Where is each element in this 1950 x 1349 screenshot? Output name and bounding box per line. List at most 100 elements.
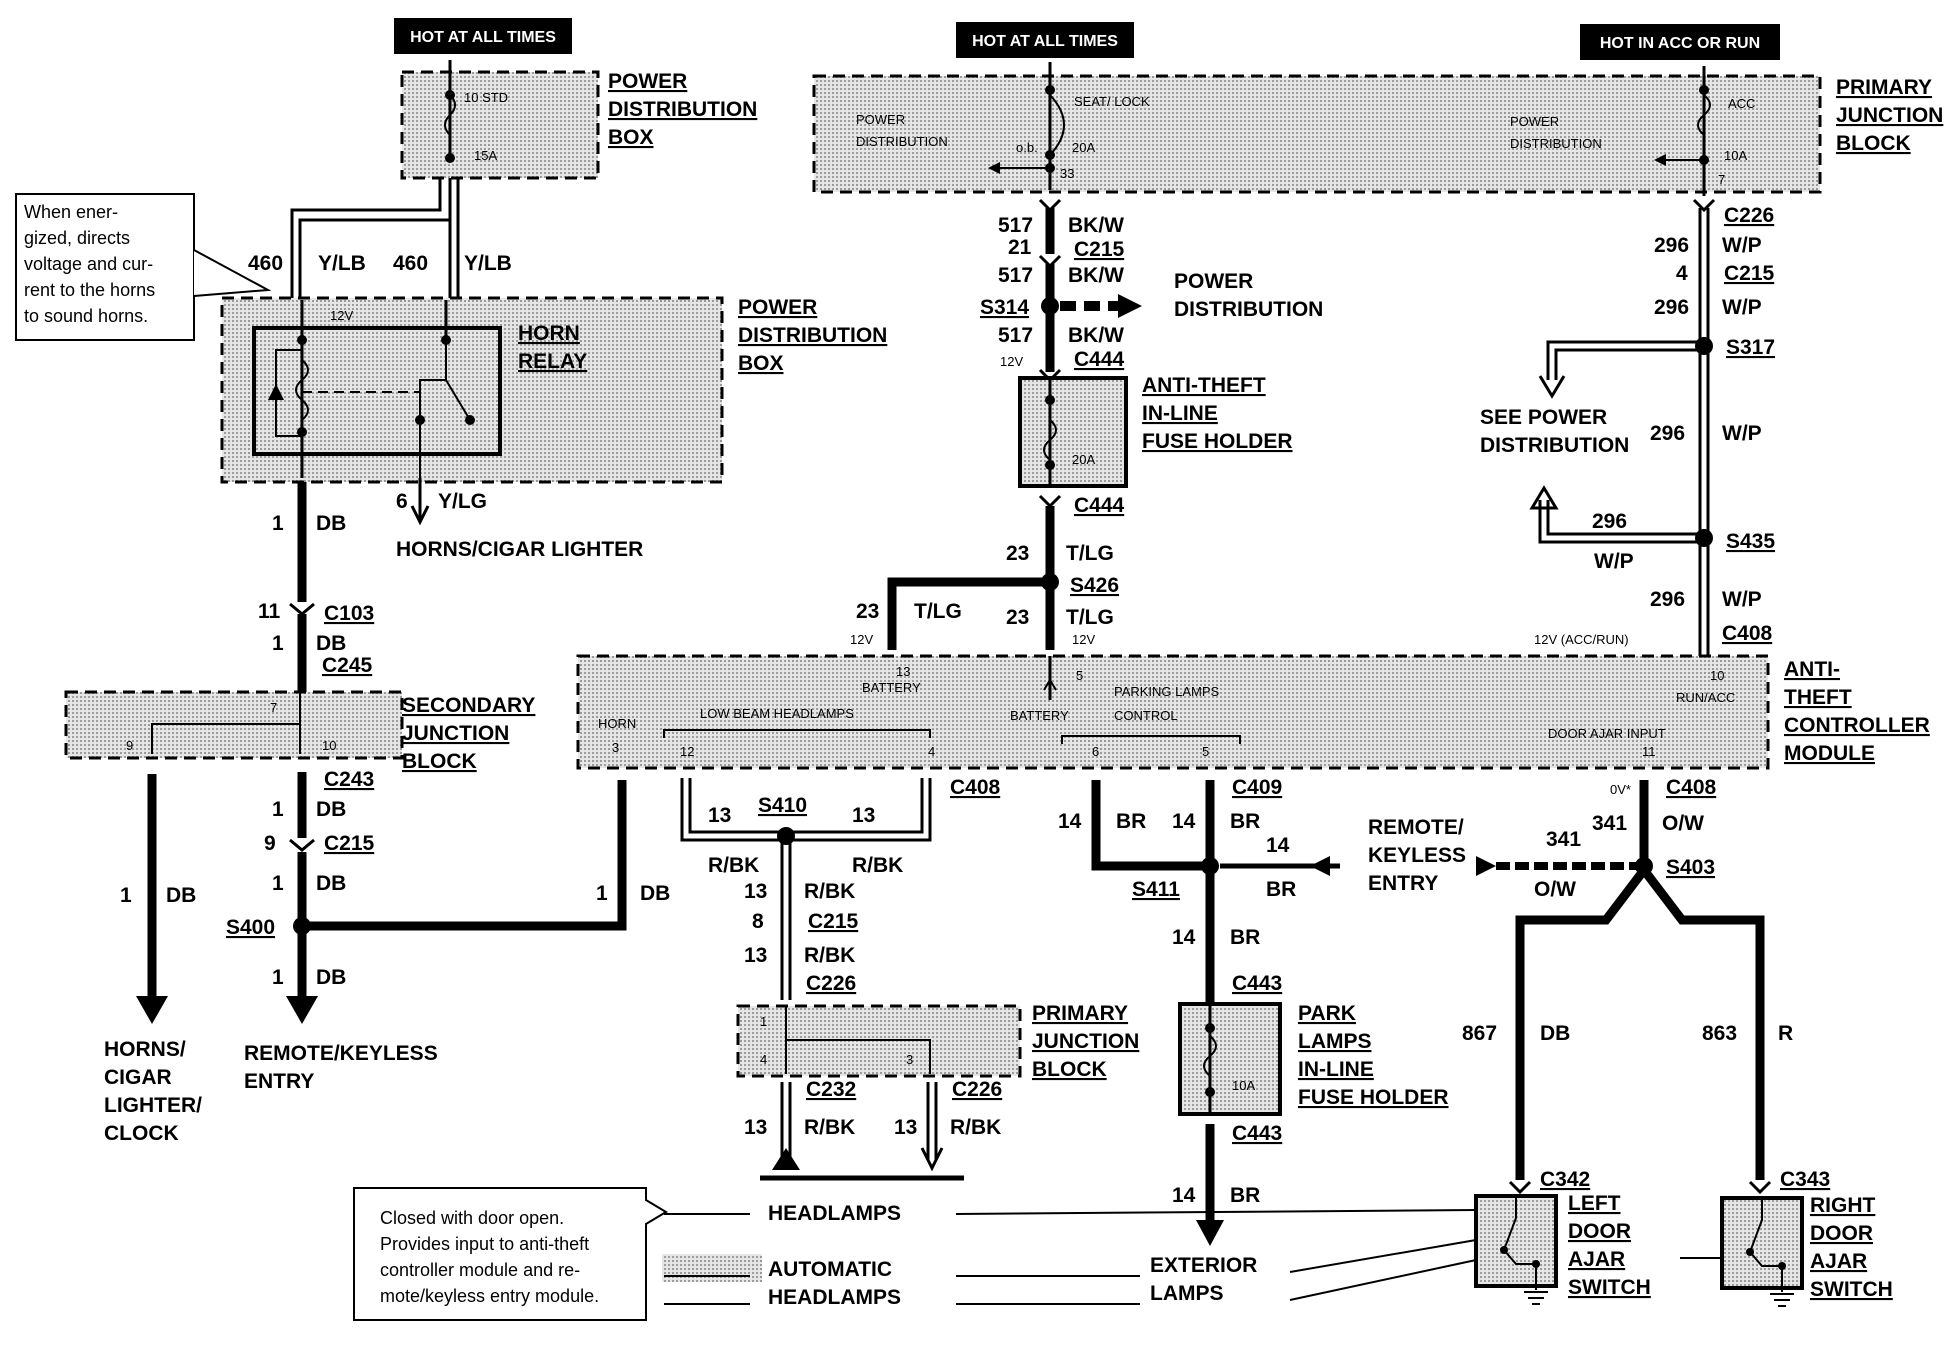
svg-text:20A: 20A xyxy=(1072,140,1095,155)
svg-text:BK/W: BK/W xyxy=(1068,324,1124,347)
svg-text:HOT IN ACC OR RUN: HOT IN ACC OR RUN xyxy=(1600,35,1760,52)
svg-text:CIGAR: CIGAR xyxy=(104,1066,172,1089)
svg-text:12V: 12V xyxy=(1072,632,1095,647)
rke-mid-label: REMOTE/ KEYLESS ENTRY xyxy=(1368,816,1466,895)
svg-text:20A: 20A xyxy=(1072,452,1095,467)
svg-text:13: 13 xyxy=(744,1116,767,1139)
svg-text:HEADLAMPS: HEADLAMPS xyxy=(768,1286,901,1309)
svg-text:T/LG: T/LG xyxy=(1066,542,1114,565)
see-power-distribution: SEE POWER DISTRIBUTION xyxy=(1480,406,1629,457)
anti-theft-inline-fuse-holder xyxy=(1018,376,1128,488)
svg-text:POWER: POWER xyxy=(738,296,817,319)
svg-text:C215: C215 xyxy=(808,910,859,933)
svg-text:POWER: POWER xyxy=(856,112,905,127)
svg-text:15A: 15A xyxy=(474,148,497,163)
svg-text:AJAR: AJAR xyxy=(1810,1250,1867,1273)
svg-text:RIGHT: RIGHT xyxy=(1810,1194,1876,1217)
svg-text:DISTRIBUTION: DISTRIBUTION xyxy=(856,134,948,149)
svg-text:863: 863 xyxy=(1702,1022,1737,1045)
svg-text:KEYLESS: KEYLESS xyxy=(1368,844,1466,867)
pjb-bottom-label: PRIMARY JUNCTION BLOCK xyxy=(1032,1002,1139,1081)
svg-text:14: 14 xyxy=(1172,810,1196,833)
svg-text:SWITCH: SWITCH xyxy=(1568,1276,1651,1299)
svg-text:0V*: 0V* xyxy=(1610,782,1631,797)
svg-text:DISTRIBUTION: DISTRIBUTION xyxy=(1510,136,1602,151)
svg-text:341: 341 xyxy=(1592,812,1627,835)
svg-text:460: 460 xyxy=(248,252,283,275)
svg-text:33: 33 xyxy=(1060,166,1074,181)
anti-theft-controller-module xyxy=(576,654,1770,770)
svg-text:R/BK: R/BK xyxy=(950,1116,1001,1139)
svg-text:DB: DB xyxy=(1540,1022,1570,1045)
svg-text:4: 4 xyxy=(928,744,935,759)
svg-text:PARKING LAMPS: PARKING LAMPS xyxy=(1114,684,1220,699)
svg-text:1: 1 xyxy=(272,798,284,821)
svg-text:C215: C215 xyxy=(1724,262,1775,285)
svg-text:1: 1 xyxy=(272,512,284,535)
svg-text:controller module and re-: controller module and re- xyxy=(380,1260,580,1280)
svg-text:C215: C215 xyxy=(1074,238,1125,261)
left-door-label: LEFT DOOR AJAR SWITCH xyxy=(1568,1192,1651,1299)
svg-text:POWER: POWER xyxy=(1510,114,1559,129)
svg-text:14: 14 xyxy=(1172,926,1196,949)
svg-text:S317: S317 xyxy=(1726,336,1775,359)
svg-text:DISTRIBUTION: DISTRIBUTION xyxy=(1480,434,1629,457)
svg-text:3: 3 xyxy=(612,740,619,755)
svg-text:mote/keyless entry module.: mote/keyless entry module. xyxy=(380,1286,599,1306)
power-distribution-box-top xyxy=(400,70,600,180)
svg-text:C342: C342 xyxy=(1540,1168,1590,1191)
svg-text:341: 341 xyxy=(1546,828,1581,851)
svg-text:AUTOMATIC: AUTOMATIC xyxy=(768,1258,892,1281)
anti-theft-fuse-label: ANTI-THEFT IN-LINE FUSE HOLDER xyxy=(1142,374,1293,453)
svg-text:BOX: BOX xyxy=(738,352,784,375)
horns-output-label: HORNS/ CIGAR LIGHTER/ CLOCK xyxy=(104,1038,202,1145)
svg-text:S410: S410 xyxy=(758,794,807,817)
svg-text:DB: DB xyxy=(316,632,346,655)
svg-text:14: 14 xyxy=(1266,834,1290,857)
header-tag-hot-acc-run: HOT IN ACC OR RUN xyxy=(1580,24,1780,60)
svg-text:517: 517 xyxy=(998,214,1033,237)
svg-text:LAMPS: LAMPS xyxy=(1150,1282,1224,1305)
svg-text:10: 10 xyxy=(1710,668,1724,683)
svg-text:REMOTE/: REMOTE/ xyxy=(1368,816,1464,839)
svg-text:23: 23 xyxy=(1006,542,1029,565)
svg-text:Y/LB: Y/LB xyxy=(464,252,512,275)
svg-text:JUNCTION: JUNCTION xyxy=(1836,104,1943,127)
svg-text:S435: S435 xyxy=(1726,530,1775,553)
svg-text:C444: C444 xyxy=(1074,348,1125,371)
svg-text:517: 517 xyxy=(998,324,1033,347)
svg-text:S403: S403 xyxy=(1666,856,1715,879)
svg-text:C443: C443 xyxy=(1232,1122,1282,1145)
svg-text:23: 23 xyxy=(856,600,879,623)
svg-text:10A: 10A xyxy=(1724,148,1747,163)
svg-text:IN-LINE: IN-LINE xyxy=(1142,402,1218,425)
svg-text:C226: C226 xyxy=(952,1078,1002,1101)
svg-text:C226: C226 xyxy=(1724,204,1774,227)
svg-text:BATTERY: BATTERY xyxy=(862,680,921,695)
svg-text:296: 296 xyxy=(1592,510,1627,533)
svg-text:SEAT/ LOCK: SEAT/ LOCK xyxy=(1074,94,1150,109)
svg-text:R/BK: R/BK xyxy=(804,880,855,903)
svg-text:BR: BR xyxy=(1116,810,1146,833)
svg-text:21: 21 xyxy=(1008,236,1032,259)
exterior-lamps-label: EXTERIOR LAMPS xyxy=(1150,1254,1257,1305)
svg-text:10 STD: 10 STD xyxy=(464,90,508,105)
svg-text:HORNS/CIGAR LIGHTER: HORNS/CIGAR LIGHTER xyxy=(396,538,643,561)
right-door-label: RIGHT DOOR AJAR SWITCH xyxy=(1810,1194,1893,1301)
svg-text:1: 1 xyxy=(272,872,284,895)
svg-text:C444: C444 xyxy=(1074,494,1125,517)
svg-text:PRIMARY: PRIMARY xyxy=(1032,1002,1128,1025)
svg-text:7: 7 xyxy=(270,700,277,715)
horn-relay xyxy=(252,326,502,456)
svg-text:C243: C243 xyxy=(324,768,374,791)
svg-text:PRIMARY: PRIMARY xyxy=(1836,76,1932,99)
svg-text:DB: DB xyxy=(316,512,346,535)
svg-text:BR: BR xyxy=(1266,878,1296,901)
svg-text:12V: 12V xyxy=(850,632,873,647)
svg-text:9: 9 xyxy=(126,738,133,753)
svg-text:CLOCK: CLOCK xyxy=(104,1122,179,1145)
svg-text:4: 4 xyxy=(760,1052,767,1067)
svg-text:T/LG: T/LG xyxy=(914,600,962,623)
rke-output-label: REMOTE/KEYLESS ENTRY xyxy=(244,1042,438,1093)
svg-text:W/P: W/P xyxy=(1722,422,1762,445)
